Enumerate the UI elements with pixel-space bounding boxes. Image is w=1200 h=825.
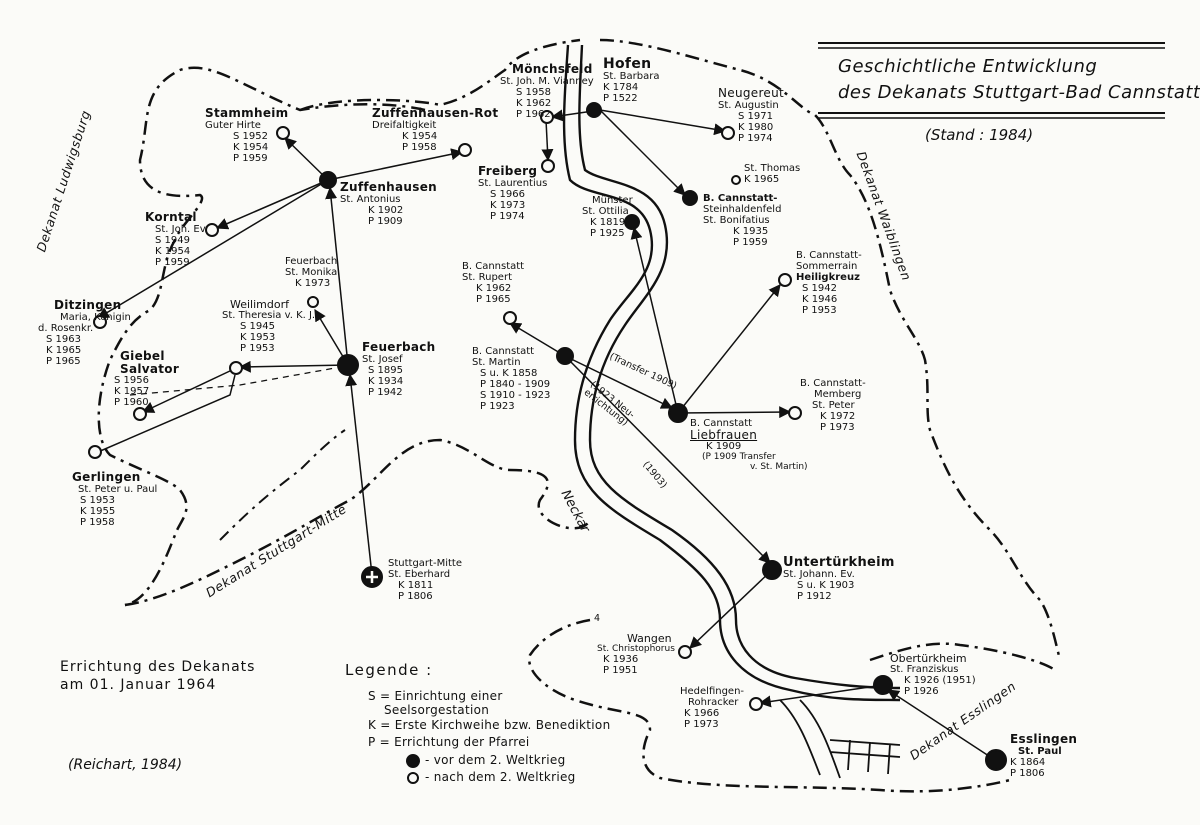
marker-untertuerkheim <box>762 560 782 580</box>
deanery-boundary <box>219 429 346 541</box>
eberhard-cross-icon <box>366 571 378 583</box>
parish-name: Stammheim <box>205 106 289 120</box>
legend-filled-marker <box>406 754 420 768</box>
parish-markers <box>88 102 1007 784</box>
marker-muenster <box>624 214 640 230</box>
map-stand: (Stand : 1984) <box>925 126 1034 144</box>
marker-ditzingen <box>93 315 107 329</box>
parish-obertuerkheim: Obertürkheim St. Franziskus K 1926 (1951… <box>890 652 976 697</box>
source-citation: (Reichart, 1984) <box>68 757 183 773</box>
parish-weilimdorf: Weilimdorf St. Theresia v. K. J. S 1945 … <box>222 298 316 354</box>
marker-freiberg <box>541 159 555 173</box>
parish-untertuerkheim: Untertürkheim St. Johann. Ev. S u. K 190… <box>783 555 895 602</box>
annotation-muenster-num: 4 <box>594 613 601 624</box>
legend-heading: Legende : <box>345 661 433 679</box>
parish-giebel: Giebel Salvator S 1956 K 1957 P 1960 <box>114 349 180 408</box>
marker-feuerbach-josef <box>337 354 359 376</box>
marker-hofen <box>586 102 602 118</box>
parish-hedelfingen: Hedelfingen- Rohracker K 1966 P 1973 <box>680 686 745 730</box>
marker-steinhaldenfeld <box>682 190 698 206</box>
parish-moenchsfeld: Mönchsfeld St. Joh. M. Vianney S 1958 K … <box>500 62 594 120</box>
parish-gerlingen: Gerlingen St. Peter u. Paul S 1953 K 195… <box>72 470 158 528</box>
map-title-line2: des Dekanats Stuttgart-Bad Cannstatt <box>838 82 1200 103</box>
parish-wangen: Wangen St. Christophorus K 1936 P 1951 <box>597 632 675 676</box>
parish-esslingen: Esslingen St. Paul K 1864 P 1806 <box>1010 732 1078 779</box>
deanery-boundary <box>528 618 1011 793</box>
parish-steinhaldenfeld: B. Cannstatt- Steinhaldenfeld St. Bonifa… <box>703 193 782 248</box>
marker-weilimdorf <box>229 361 243 375</box>
marker-korntal <box>205 223 219 237</box>
parish-sommerrain: B. Cannstatt- Sommerrain Heiligkreuz S 1… <box>796 250 862 316</box>
parish-martin: B. Cannstatt St. Martin S u. K 1858 P 18… <box>472 346 551 412</box>
marker-zuffenhausen-rot <box>458 143 472 157</box>
parish-korntal: Korntal St. Joh. Ev. S 1949 K 1954 P 195… <box>145 210 209 268</box>
marker-moenchsfeld <box>540 110 554 124</box>
parish-zuffenhausen: Zuffenhausen St. Antonius K 1902 P 1909 <box>340 180 437 227</box>
deanery-boundary <box>97 66 426 607</box>
marker-wangen <box>678 645 692 659</box>
marker-hedelfingen <box>749 697 763 711</box>
parish-connections <box>96 109 996 761</box>
marker-giebel <box>133 407 147 421</box>
parish-hofen: Hofen St. Barbara K 1784 P 1522 <box>603 56 660 104</box>
parish-memberg: B. Cannstatt- Memberg St. Peter K 1972 P… <box>800 378 866 433</box>
neckar-river <box>578 44 901 690</box>
parish-stuttgart-mitte: Stuttgart-Mitte St. Eberhard K 1811 P 18… <box>388 558 462 602</box>
parish-muenster: Münster St. Ottilia K 1819 P 1925 <box>582 195 633 239</box>
marker-obertuerkheim <box>873 675 893 695</box>
parish-stammheim: Stammheim Guter Hirte S 1952 K 1954 P 19… <box>205 106 289 164</box>
parish-ditzingen: Ditzingen Maria, Königin d. Rosenkr. S 1… <box>38 298 131 367</box>
marker-liebfrauen <box>668 403 688 423</box>
marker-sommerrain <box>778 273 792 287</box>
marker-martin <box>556 347 574 365</box>
deanery-boundary <box>299 38 581 112</box>
founding-line1: Errichtung des Dekanats <box>60 659 256 675</box>
parish-liebfrauen: B. Cannstatt Liebfrauen K 1909 (P 1909 T… <box>690 418 808 472</box>
marker-st-thomas <box>731 175 741 185</box>
gerlingen-connection <box>97 374 236 453</box>
parish-rupert: B. Cannstatt St. Rupert K 1962 P 1965 <box>462 261 525 305</box>
marker-stammheim <box>276 126 290 140</box>
parish-neugereut: Neugereut St. Augustin S 1971 K 1980 P 1… <box>718 86 785 144</box>
marker-rupert <box>503 311 517 325</box>
harbor-lines <box>779 699 901 779</box>
marker-esslingen <box>985 749 1007 771</box>
legend-s2: Seelsorgestation <box>384 703 490 717</box>
legend-p: P = Errichtung der Pfarrei <box>368 735 530 749</box>
legend-post-war: - nach dem 2. Weltkrieg <box>425 770 576 784</box>
legend-open-marker <box>407 772 419 784</box>
marker-feuerbach-monika <box>307 296 319 308</box>
parish-feuerbach-josef: Feuerbach St. Josef S 1895 K 1934 P 1942 <box>362 340 436 398</box>
marker-neugereut <box>721 126 735 140</box>
deanery-boundary <box>124 438 592 607</box>
marker-memberg <box>788 406 802 420</box>
deanery-boundary <box>599 38 1062 661</box>
parish-feuerbach-monika: Feuerbach St. Monika K 1973 <box>285 256 338 289</box>
deanery-boundary <box>869 642 1056 672</box>
marker-zuffenhausen <box>319 171 337 189</box>
map-title-line1: Geschichtliche Entwicklung <box>838 56 1098 77</box>
legend-s: S = Einrichtung einer <box>368 689 503 703</box>
parish-zuffenhausen-rot: Zuffenhausen-Rot Dreifaltigkeit K 1954 P… <box>372 106 499 153</box>
ditzingen-dashed-link <box>129 367 336 396</box>
parish-freiberg: Freiberg St. Laurentius S 1966 K 1973 P … <box>478 164 548 222</box>
marker-gerlingen <box>88 445 102 459</box>
legend-k: K = Erste Kirchweihe bzw. Benediktion <box>368 718 611 732</box>
legend-pre-war: - vor dem 2. Weltkrieg <box>425 753 566 767</box>
neckar-river <box>562 44 901 702</box>
founding-line2: am 01. Januar 1964 <box>60 677 217 693</box>
parish-st-thomas: St. Thomas K 1965 <box>744 163 801 185</box>
